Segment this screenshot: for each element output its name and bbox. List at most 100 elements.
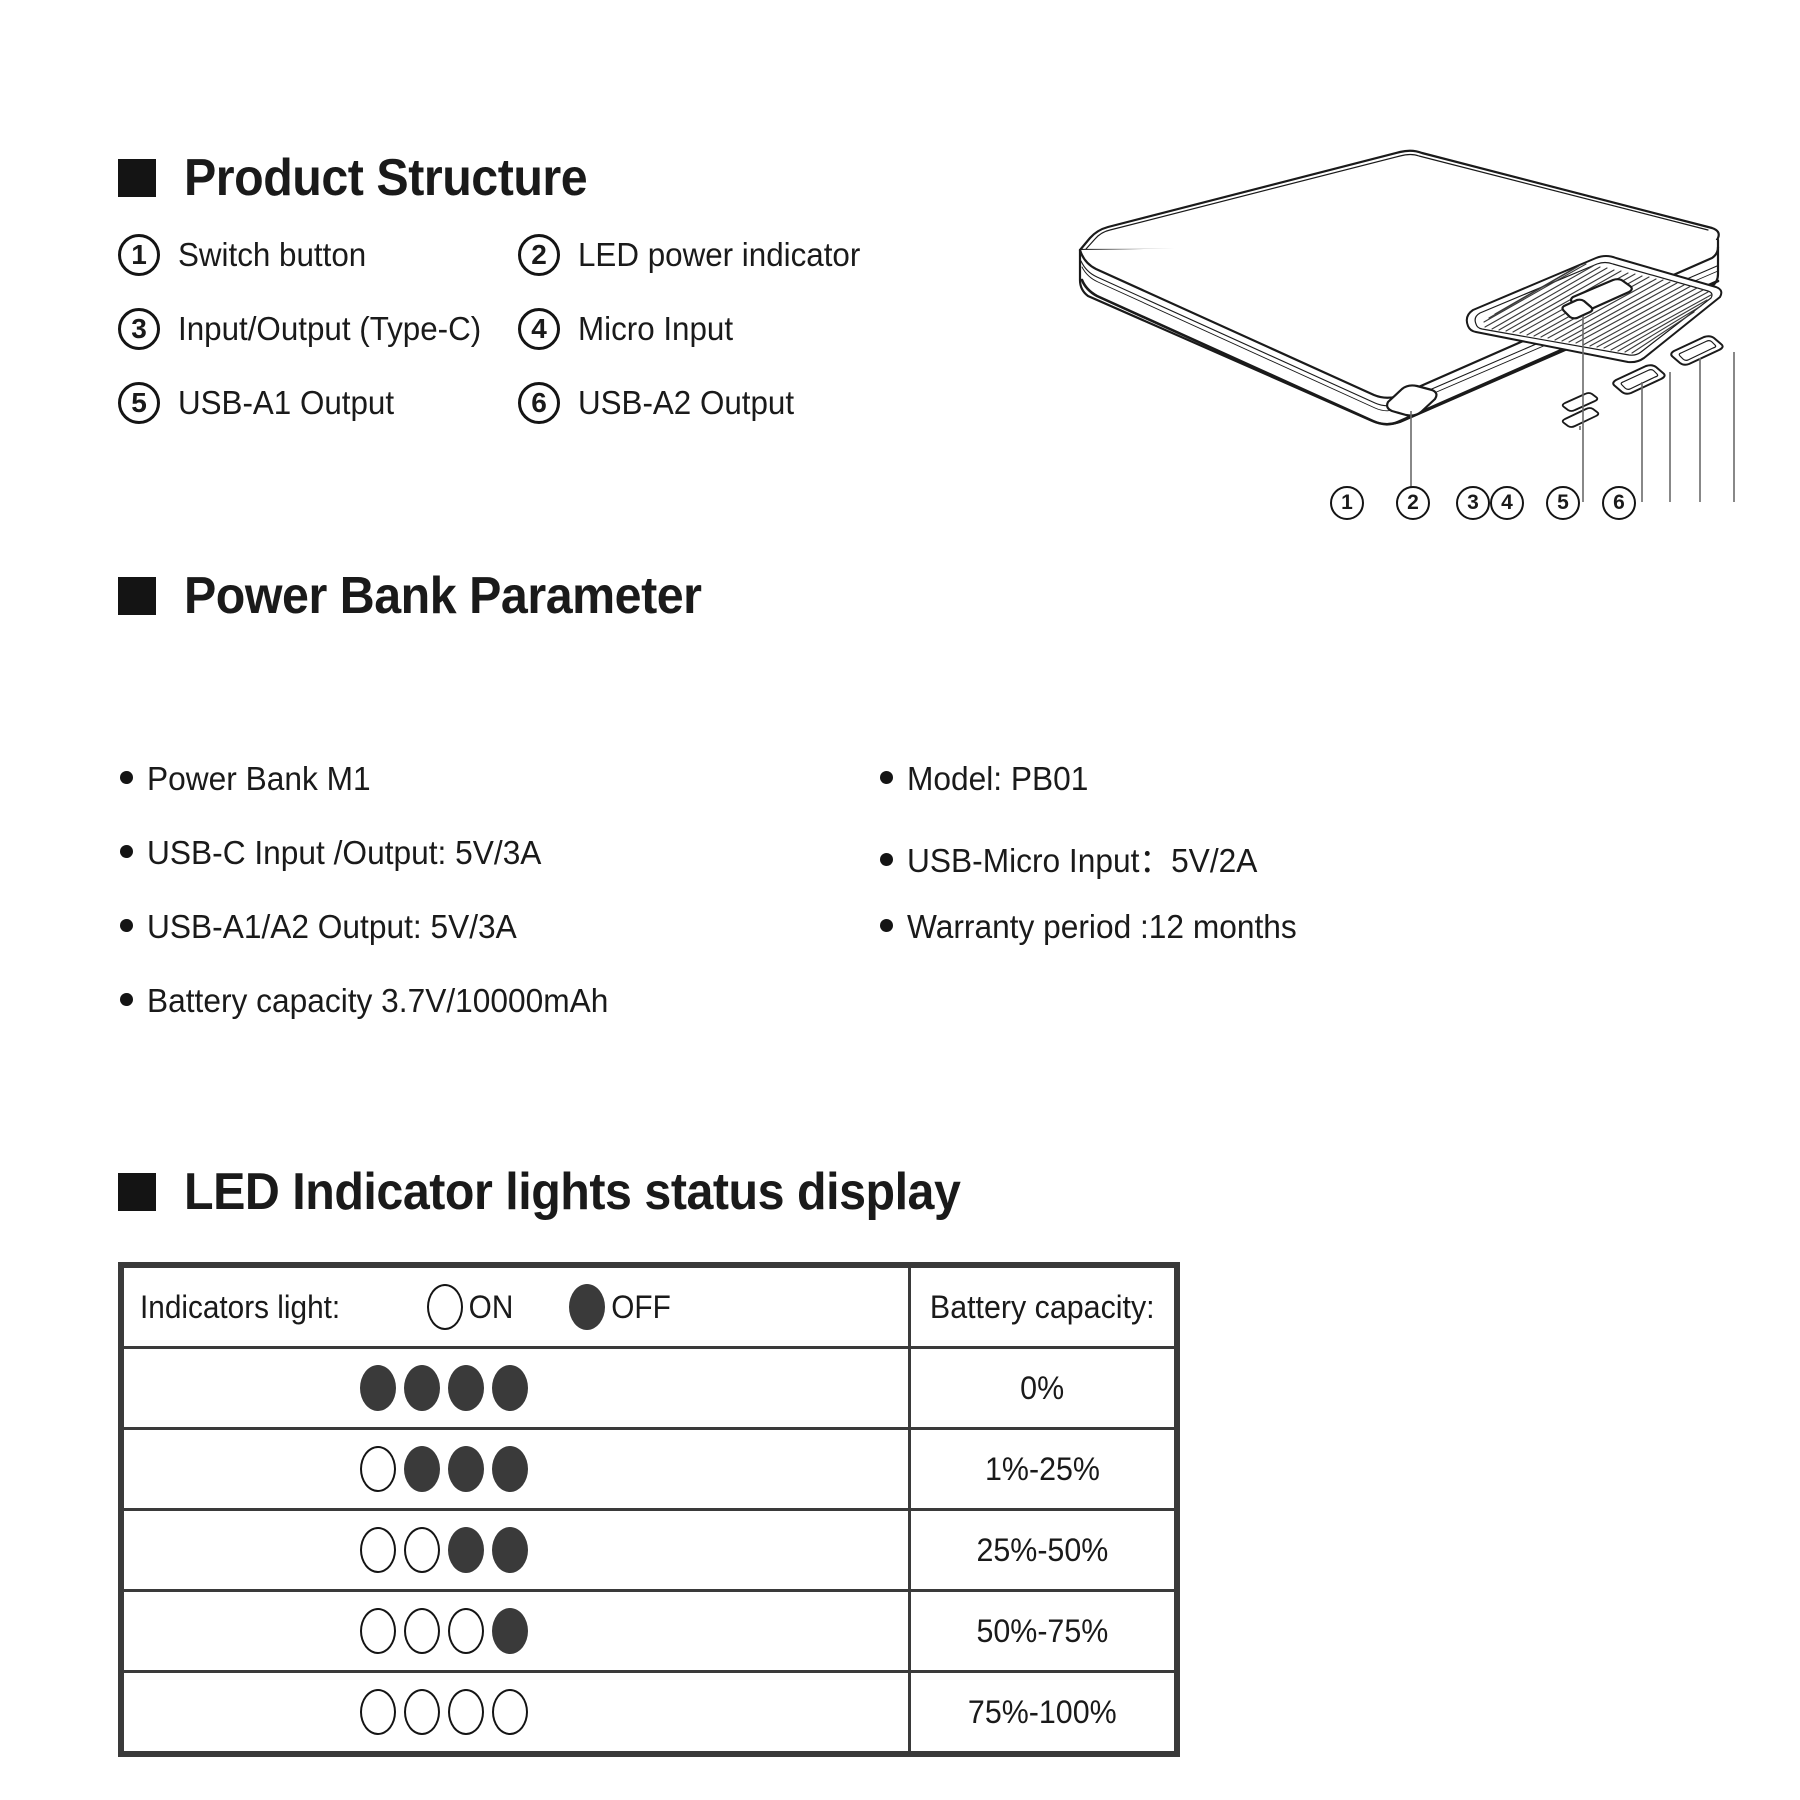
structure-item-2: 2 LED power indicator (518, 234, 918, 276)
structure-item-5: 5 USB-A1 Output (118, 382, 518, 424)
structure-item-label: USB-A1 Output (178, 384, 395, 421)
callout-number-icon: 1 (118, 234, 160, 276)
parameter-item: Warranty period :12 months (880, 908, 1540, 982)
lamp-indicator (448, 1446, 484, 1492)
heading-square-icon (118, 159, 156, 197)
led-status-heading: LED Indicator lights status display (118, 1162, 1019, 1222)
lamp-indicator (404, 1608, 440, 1654)
table-header-row: Indicators light: ON OFF Battery capacit… (121, 1265, 1178, 1349)
row-lamps-cell (121, 1427, 911, 1511)
structure-item-4: 4 Micro Input (518, 308, 918, 350)
parameter-text: Warranty period :12 months (907, 908, 1297, 945)
table-row: 75%-100% (121, 1670, 1178, 1754)
callout-number-icon: 2 (518, 234, 560, 276)
power-bank-parameter-heading: Power Bank Parameter (118, 566, 741, 626)
bullet-dot-icon (120, 993, 133, 1006)
table-row: 1%-25% (121, 1427, 1178, 1511)
bullet-dot-icon (880, 919, 893, 932)
lamp-indicator (492, 1689, 528, 1735)
product-structure-heading: Product Structure (118, 148, 618, 208)
legend-row: 3 Input/Output (Type-C) 4 Micro Input (118, 292, 938, 366)
callout-number-icon: 4 (518, 308, 560, 350)
callout-number-icon: 6 (518, 382, 560, 424)
structure-item-label: Input/Output (Type-C) (178, 310, 482, 347)
lamp-indicator (404, 1527, 440, 1573)
parameter-item: Power Bank M1 (120, 760, 880, 834)
row-lamps-cell (121, 1589, 911, 1673)
parameter-column-left: Power Bank M1 USB-C Input /Output: 5V/3A… (120, 760, 880, 1056)
parameter-column-right: Model: PB01 USB-Micro Input：5V/2A Warran… (880, 760, 1540, 982)
led-status-title: LED Indicator lights status display (184, 1163, 961, 1221)
lamp-indicator (404, 1446, 440, 1492)
heading-square-icon (118, 1173, 156, 1211)
parameter-item: USB-C Input /Output: 5V/3A (120, 834, 880, 908)
lamp-indicator (404, 1689, 440, 1735)
callout-5: 5 (1546, 486, 1580, 520)
lamp-indicator (360, 1446, 396, 1492)
parameter-text: USB-Micro Input：5V/2A (907, 842, 1258, 879)
callout-3: 3 (1456, 486, 1490, 520)
lamp-indicator (492, 1446, 528, 1492)
legend-row: 5 USB-A1 Output 6 USB-A2 Output (118, 366, 938, 440)
lamp-indicator (448, 1689, 484, 1735)
battery-capacity-header: Battery capacity: (930, 1288, 1155, 1325)
table-row: 50%-75% (121, 1589, 1178, 1673)
illustration-callout-numbers: 1 2 3 4 5 6 (1330, 478, 1670, 528)
row-lamps-cell (121, 1346, 911, 1430)
parameter-text: Power Bank M1 (147, 760, 371, 797)
parameter-item: USB-A1/A2 Output: 5V/3A (120, 908, 880, 982)
lamp-indicator (448, 1608, 484, 1654)
capacity-value: 75%-100% (968, 1693, 1117, 1730)
capacity-value: 50%-75% (976, 1612, 1109, 1649)
row-capacity-cell: 25%-50% (907, 1508, 1178, 1592)
row-lamps-cell (121, 1670, 911, 1754)
parameter-item: USB-Micro Input：5V/2A (880, 834, 1540, 908)
lamp-indicator (492, 1527, 528, 1573)
lamp-indicator (492, 1608, 528, 1654)
lamp-indicator (360, 1527, 396, 1573)
product-structure-title: Product Structure (184, 149, 588, 207)
callout-4: 4 (1490, 486, 1524, 520)
parameter-text: USB-A1/A2 Output: 5V/3A (147, 908, 517, 945)
bullet-dot-icon (880, 853, 893, 866)
bullet-dot-icon (880, 771, 893, 784)
lamp-indicator (360, 1608, 396, 1654)
table-row: 0% (121, 1346, 1178, 1430)
row-capacity-cell: 0% (907, 1346, 1178, 1430)
legend-off: OFF (569, 1284, 673, 1330)
lamp-group (124, 1430, 908, 1508)
bullet-dot-icon (120, 919, 133, 932)
capacity-value: 0% (1020, 1369, 1065, 1406)
bullet-dot-icon (120, 845, 133, 858)
row-capacity-cell: 50%-75% (907, 1589, 1178, 1673)
product-structure-legend: 1 Switch button 2 LED power indicator 3 … (118, 218, 938, 440)
callout-number-icon: 5 (118, 382, 160, 424)
parameter-text: USB-C Input /Output: 5V/3A (147, 834, 542, 871)
callout-number-icon: 3 (118, 308, 160, 350)
lamp-group (124, 1511, 908, 1589)
parameter-text: Battery capacity 3.7V/10000mAh (147, 982, 609, 1019)
lamp-group (124, 1592, 908, 1670)
lamp-indicator (360, 1365, 396, 1411)
capacity-value: 1%-25% (984, 1450, 1100, 1487)
lamp-indicator (448, 1527, 484, 1573)
power-bank-parameter-title: Power Bank Parameter (184, 567, 702, 625)
lamp-indicator (448, 1365, 484, 1411)
lamp-group (124, 1349, 908, 1427)
lamp-on-icon (427, 1284, 464, 1330)
legend-on-label: ON (468, 1288, 514, 1325)
parameter-text: Model: PB01 (907, 760, 1089, 797)
power-bank-illustration (1040, 130, 1740, 530)
structure-item-1: 1 Switch button (118, 234, 518, 276)
header-cell-capacity: Battery capacity: (907, 1265, 1178, 1349)
row-capacity-cell: 75%-100% (907, 1670, 1178, 1754)
lamp-off-icon (569, 1284, 606, 1330)
capacity-value: 25%-50% (976, 1531, 1109, 1568)
structure-item-label: Switch button (178, 236, 367, 273)
lamp-group (124, 1673, 908, 1751)
structure-item-label: Micro Input (578, 310, 734, 347)
legend-off-label: OFF (611, 1288, 671, 1325)
parameter-item: Model: PB01 (880, 760, 1540, 834)
structure-item-label: LED power indicator (578, 236, 861, 273)
legend-row: 1 Switch button 2 LED power indicator (118, 218, 938, 292)
